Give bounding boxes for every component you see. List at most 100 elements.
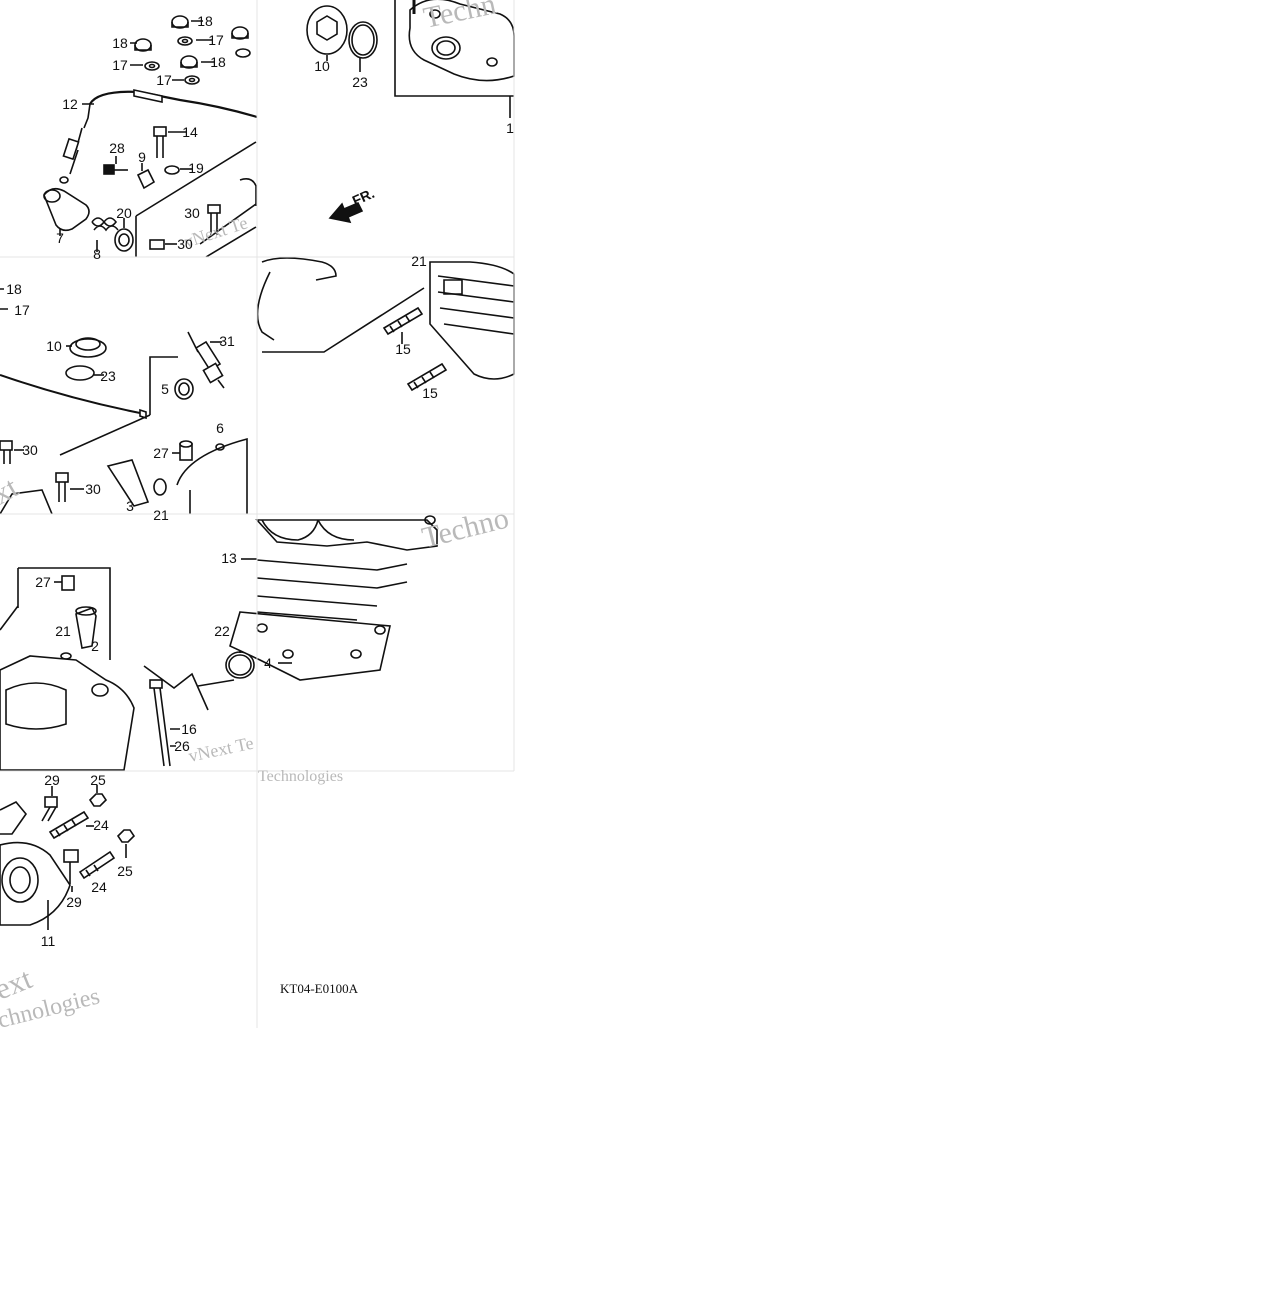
dowel-pin-icon: [61, 575, 75, 591]
part-number-callout: 13: [221, 550, 237, 566]
bracket-icon: [136, 168, 156, 190]
part-number-callout: 30: [184, 205, 200, 221]
part-number-callout: 5: [161, 381, 169, 397]
cap-nut-icon: [231, 26, 249, 40]
part-number-callout: 16: [181, 721, 197, 737]
watermark-text: vNext Te: [187, 733, 256, 766]
part-number-callout: 30: [22, 442, 38, 458]
part-number-callout: 17: [14, 302, 30, 318]
part-number-callout: 11: [41, 933, 56, 949]
part-number-callout: 30: [177, 236, 193, 252]
part-number-callout: 9: [138, 149, 146, 165]
part-number-callout: 21: [153, 507, 169, 523]
washer-icon: [184, 75, 200, 85]
watermark-text: xt: [0, 470, 24, 511]
part-number-callout: 29: [44, 772, 60, 788]
part-number-callout: 28: [109, 140, 125, 156]
cap-nut-icon: [180, 55, 198, 69]
part-number-callout: 18: [6, 281, 22, 297]
cable-icon: [0, 374, 141, 414]
part-number-callout: 8: [93, 246, 101, 262]
part-number-callout: 30: [85, 481, 101, 497]
bolt-icon: [55, 472, 69, 502]
cable-icon: [89, 90, 258, 119]
part-number-callout: 23: [100, 368, 116, 384]
part-number-callout: 17: [112, 57, 128, 73]
part-number-callout: 6: [216, 420, 224, 436]
manifold-bracket-icon: [0, 801, 28, 835]
cylinder-head-icon: [429, 261, 515, 380]
part-number-callout: 24: [93, 817, 109, 833]
bolt-icon: [103, 164, 128, 175]
washer-icon: [177, 36, 193, 46]
part-number-callout: 27: [153, 445, 169, 461]
watermark-text: Techno: [419, 502, 512, 555]
cap-nut-icon: [116, 829, 136, 843]
part-number-callout: 1: [506, 120, 514, 136]
pulley-icon: [43, 187, 90, 232]
stud-bolt-icon: [48, 810, 90, 840]
part-number-callout: 10: [46, 338, 62, 354]
part-number-callout: 17: [156, 72, 172, 88]
tile-cylinder-head: [0, 288, 248, 515]
part-number-callout: 25: [90, 772, 106, 788]
oil-filler-cap-icon: [69, 337, 107, 358]
part-number-callout: 23: [352, 74, 368, 90]
diagram-code: KT04-E0100A: [280, 981, 359, 996]
o-ring-icon: [348, 21, 378, 59]
base-gasket-icon: [229, 611, 391, 681]
bolt-icon: [0, 440, 13, 464]
tile-cylinder-studs: [256, 257, 515, 392]
dowel-pin-icon: [179, 440, 193, 461]
part-number-callout: 15: [395, 341, 411, 357]
valve-guide-icon: [75, 606, 97, 649]
tile-cable-assembly: [43, 15, 258, 258]
stud-bolt-icon: [78, 850, 116, 880]
valve-guide-icon: [106, 459, 150, 507]
washer-icon: [235, 48, 251, 58]
washer-icon: [144, 61, 160, 71]
part-number-callout: 10: [314, 58, 330, 74]
part-number-callout: 17: [208, 32, 224, 48]
part-number-callout: 15: [422, 385, 438, 401]
stud-bolt-icon: [406, 362, 448, 392]
part-number-callout: 31: [219, 333, 235, 349]
tile-intake-manifold: [0, 785, 136, 930]
tile-borders: [0, 0, 515, 1028]
cap-nut-icon: [171, 15, 189, 29]
oil-seal-icon: [114, 228, 134, 252]
washer-icon: [164, 165, 180, 175]
part-number-callout: 20: [116, 205, 132, 221]
part-number-callout: 12: [62, 96, 78, 112]
part-number-callout: 21: [55, 623, 71, 639]
bolt-icon: [153, 126, 167, 158]
part-number-callout: 29: [66, 894, 82, 910]
tile-valves-gasket: [0, 515, 438, 771]
bolt-icon: [63, 849, 79, 884]
part-number-callout: 18: [210, 54, 226, 70]
cylinder-head-icon: [0, 655, 135, 771]
valve-guide-icon: [174, 378, 194, 400]
part-number-callout: 2: [91, 638, 99, 654]
part-number-callout: 26: [174, 738, 190, 754]
bolt-icon: [41, 796, 58, 822]
part-number-callout: 21: [411, 253, 427, 269]
tile-head-cover: [306, 0, 515, 224]
bolt-icon: [149, 239, 165, 250]
bolt-icon: [149, 679, 171, 767]
part-number-callout: 27: [35, 574, 51, 590]
part-number-callout: 14: [182, 124, 198, 140]
part-number-callout: 4: [264, 655, 272, 671]
spark-plug-icon: [187, 331, 225, 389]
spring-icon: [91, 217, 119, 232]
cap-nut-icon: [134, 38, 152, 52]
part-number-callout: 25: [117, 863, 133, 879]
part-number-callout: 18: [112, 35, 128, 51]
part-number-callout: 3: [126, 498, 134, 514]
front-arrow-icon: [328, 201, 364, 224]
cap-nut-icon: [88, 793, 108, 807]
front-direction-label: FR.: [350, 185, 377, 209]
